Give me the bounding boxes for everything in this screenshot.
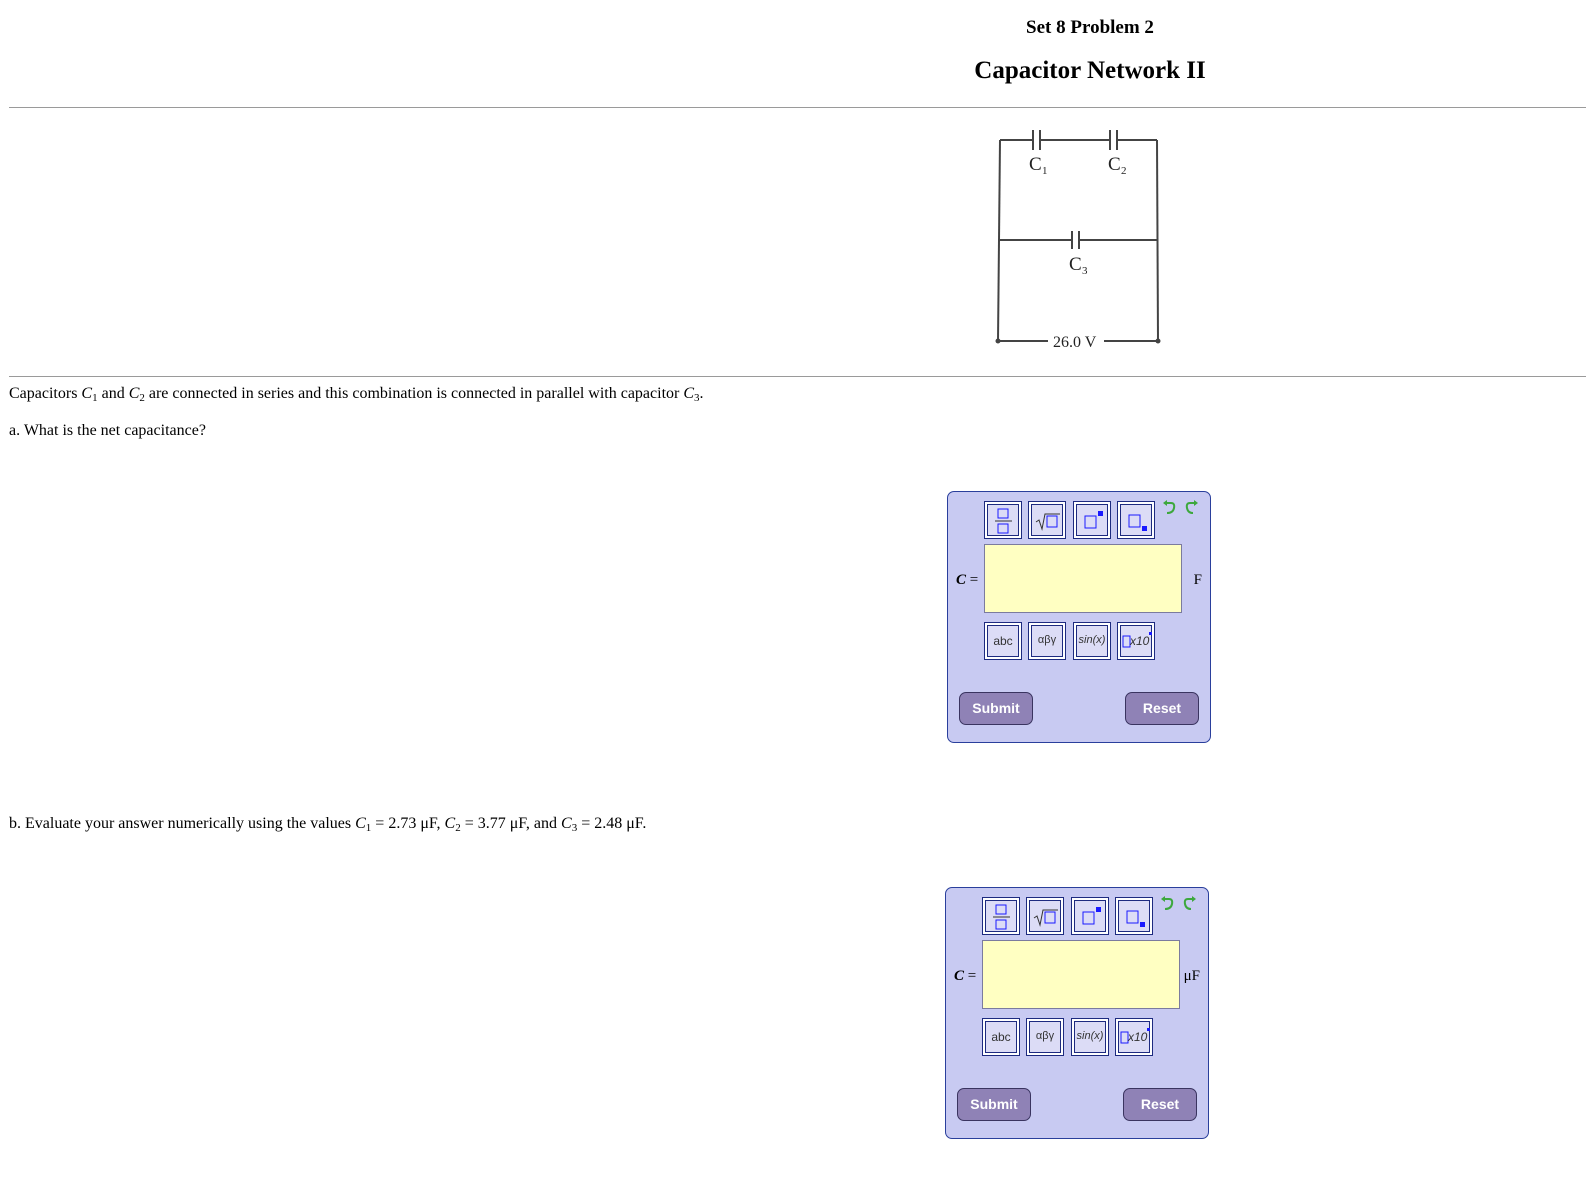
abc-label: abc <box>993 634 1013 648</box>
superscript-button[interactable] <box>1073 501 1111 539</box>
c3-label: C <box>1069 254 1082 275</box>
var-c1-sub: 1 <box>92 392 98 404</box>
var-c3: C <box>561 815 572 832</box>
undo-icon[interactable] <box>1159 896 1175 912</box>
statement-text: and <box>97 385 129 402</box>
trig-button[interactable]: sin(x) <box>1073 622 1111 660</box>
answer-variable-label: C = <box>956 572 978 589</box>
greek-label: αβγ <box>1035 1030 1055 1042</box>
circuit-svg: C 1 C 2 C 3 26.0 V <box>995 130 1161 351</box>
submit-button[interactable]: Submit <box>959 692 1033 725</box>
sqrt-button[interactable] <box>1028 501 1066 539</box>
answer-variable-label: C = <box>954 968 976 985</box>
redo-icon[interactable] <box>1182 896 1198 912</box>
subscript-icon <box>1128 514 1147 531</box>
c2-sub: 2 <box>1121 165 1127 177</box>
part-b-text: = 3.77 μF, and <box>460 815 562 832</box>
divider-bottom <box>9 376 1586 377</box>
sci-label: x10 <box>1130 634 1150 648</box>
part-b-text: = 2.73 μF, <box>371 815 445 832</box>
c1-sub: 1 <box>1042 165 1048 177</box>
unit-label: μF <box>1183 968 1200 984</box>
fraction-button[interactable] <box>984 501 1022 539</box>
reset-button[interactable]: Reset <box>1125 692 1199 725</box>
abc-button[interactable]: abc <box>982 1018 1020 1056</box>
variable-symbol: C <box>954 968 965 984</box>
sci-notation-button[interactable]: x10 <box>1117 622 1155 660</box>
sqrt-icon <box>1035 513 1060 531</box>
equals-sign: = <box>966 572 979 588</box>
var-c2-sub: 2 <box>455 822 461 834</box>
var-c1: C <box>81 385 93 402</box>
variable-symbol: C <box>956 572 967 588</box>
part-b-text: = 2.48 μF. <box>577 815 647 832</box>
var-c1-sub: 1 <box>365 822 372 834</box>
statement-text: are connected in series and this combina… <box>144 385 684 402</box>
greek-button[interactable]: αβγ <box>1028 622 1066 660</box>
var-c2-sub: 2 <box>139 392 145 404</box>
sqrt-icon <box>1033 909 1058 927</box>
sqrt-button[interactable] <box>1026 897 1064 935</box>
redo-icon[interactable] <box>1184 500 1200 516</box>
var-c2: C <box>444 815 456 832</box>
submit-button[interactable]: Submit <box>957 1088 1031 1121</box>
circuit-diagram: C 1 C 2 C 3 26.0 V <box>990 125 1170 357</box>
reset-button[interactable]: Reset <box>1123 1088 1197 1121</box>
subscript-button[interactable] <box>1115 897 1153 935</box>
trig-button[interactable]: sin(x) <box>1071 1018 1109 1056</box>
var-c2: C <box>128 385 140 402</box>
statement-text: Capacitors <box>9 385 82 402</box>
superscript-button[interactable] <box>1071 897 1109 935</box>
greek-label: αβγ <box>1037 634 1057 646</box>
voltage-label: 26.0 V <box>1053 334 1097 351</box>
part-a-question: a. What is the net capacitance? <box>9 422 206 439</box>
trig-label: sin(x) <box>1078 634 1106 646</box>
fraction-button[interactable] <box>982 897 1020 935</box>
subscript-icon <box>1126 910 1145 927</box>
var-c3-sub: 3 <box>571 822 578 834</box>
abc-label: abc <box>991 1030 1011 1044</box>
sci-notation-button[interactable]: x10 <box>1115 1018 1153 1056</box>
greek-button[interactable]: αβγ <box>1026 1018 1064 1056</box>
trig-label: sin(x) <box>1076 1030 1104 1042</box>
answer-input-a[interactable] <box>984 544 1182 613</box>
answer-input-b[interactable] <box>982 940 1180 1009</box>
fraction-icon <box>993 904 1010 930</box>
set-title: Set 8 Problem 2 <box>1026 17 1154 38</box>
page-title: Capacitor Network II <box>974 57 1206 84</box>
c2-label: C <box>1108 154 1121 175</box>
equals-sign: = <box>964 968 977 984</box>
answer-panel-a: C = F abc αβγ sin(x) x10 Submit Reset <box>947 491 1211 743</box>
sci-notation-icon <box>1122 632 1152 648</box>
c1-label: C <box>1029 154 1042 175</box>
part-b-question: b. Evaluate your answer numerically usin… <box>9 815 647 834</box>
statement-text: . <box>699 385 704 402</box>
divider-top <box>9 107 1586 108</box>
part-b-text: b. Evaluate your answer numerically usin… <box>9 815 356 832</box>
c3-sub: 3 <box>1082 265 1088 277</box>
fraction-icon <box>995 508 1012 534</box>
subscript-button[interactable] <box>1117 501 1155 539</box>
unit-label: F <box>1193 572 1202 588</box>
sci-label: x10 <box>1128 1030 1148 1044</box>
undo-icon[interactable] <box>1161 500 1177 516</box>
superscript-icon <box>1084 511 1103 529</box>
var-c1: C <box>355 815 366 832</box>
abc-button[interactable]: abc <box>984 622 1022 660</box>
superscript-icon <box>1082 907 1101 925</box>
problem-statement: Capacitors C1 and C2 are connected in se… <box>9 385 704 404</box>
var-c3: C <box>683 385 695 402</box>
answer-panel-b: C = μF abc αβγ sin(x) x10 Submit Reset <box>945 887 1209 1139</box>
var-c3-sub: 3 <box>694 392 700 404</box>
sci-notation-icon <box>1120 1028 1150 1044</box>
